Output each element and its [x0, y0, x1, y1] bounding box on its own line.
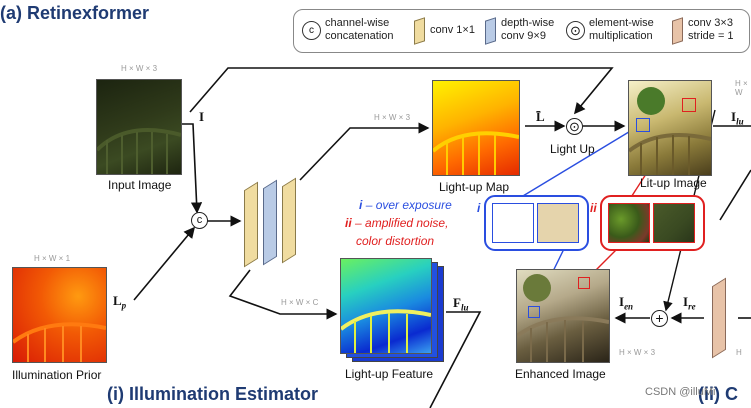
over-exposure-patch-beige — [537, 203, 579, 243]
light-up-op-label: Light Up — [550, 142, 595, 156]
watermark: CSDN @illuMi — [645, 386, 716, 398]
lightup-feature-dim: H × W × C — [281, 298, 319, 307]
illum-prior-scene — [13, 322, 106, 362]
conv3-dim-cut: H — [736, 348, 742, 357]
legend: c channel-wise concatenation conv 1×1 de… — [293, 9, 750, 53]
legend-conv1-label: conv 1×1 — [430, 24, 475, 36]
output-conv3x3-block — [712, 277, 726, 359]
lit-up-caption: Lit-up Image — [640, 176, 707, 190]
legend-concat-label: channel-wise concatenation — [325, 17, 394, 42]
estimator-conv1-a — [244, 181, 258, 268]
enhanced-image-dim: H × W × 3 — [619, 348, 656, 357]
lightup-feature-image — [340, 258, 432, 354]
legend-conv3-label: conv 3×3 stride = 1 — [688, 17, 734, 42]
lightup-map-image — [432, 80, 520, 176]
enhanced-noise-box — [578, 277, 590, 289]
lightup-feature-scene — [341, 309, 431, 353]
multiply-op: ⊙ — [566, 118, 583, 135]
lit-up-scene — [629, 87, 711, 175]
estimator-conv1-b — [282, 177, 296, 264]
over-exposure-bubble: i — [477, 195, 589, 251]
noise-annotation: ii – amplified noise, — [345, 216, 449, 230]
bubble-i-label: i — [477, 201, 481, 215]
bubble-ii-label: ii — [590, 201, 597, 215]
lit-up-noise-box — [682, 98, 696, 112]
lit-up-overexposure-box — [636, 118, 650, 132]
illumination-prior-image — [12, 267, 107, 363]
input-image — [96, 79, 182, 175]
element-wise-mul-icon: ⊙ — [566, 21, 585, 40]
input-image-dim: H × W × 3 — [121, 64, 158, 73]
lit-up-image — [628, 80, 712, 176]
corruption-restorer-title: (ii) C — [698, 384, 738, 404]
illumination-estimator-title: (i) Illumination Estimator — [107, 384, 319, 404]
over-exposure-patch-white — [492, 203, 534, 243]
legend-depthwise-label: depth-wise conv 9×9 — [501, 17, 555, 42]
illum-prior-caption: Illumination Prior — [12, 368, 102, 382]
enhanced-symbol: Ien — [619, 294, 634, 312]
legend-mul-label: element-wise multiplication — [589, 17, 654, 42]
noise-patch-clean — [653, 203, 695, 243]
lightup-feature-caption: Light-up Feature — [345, 367, 434, 381]
lightup-map-dim: H × W × 3 — [374, 113, 411, 122]
input-symbol: I — [199, 109, 205, 124]
input-image-scene — [97, 128, 181, 174]
enhanced-image — [516, 269, 610, 363]
input-image-caption: Input Image — [108, 178, 172, 192]
enhanced-image-caption: Enhanced Image — [515, 367, 606, 381]
add-op: + — [651, 310, 668, 327]
color-distortion-annotation: color distortion — [356, 234, 435, 248]
figure-title: (a) Retinexformer — [0, 3, 150, 23]
noise-patch-noisy — [608, 203, 650, 243]
lit-up-symbol: Ilu — [731, 109, 744, 127]
lightup-map-symbol: L̄ — [536, 109, 545, 124]
illum-prior-symbol: Lp — [113, 293, 127, 311]
illum-prior-dim: H × W × 1 — [34, 254, 71, 263]
concat-op: c — [191, 212, 208, 229]
lit-up-dim: H × W — [735, 79, 748, 97]
noise-bubble: ii — [590, 195, 705, 251]
enhanced-overexposure-box — [528, 306, 540, 318]
concat-icon: c — [302, 21, 321, 40]
estimator-depthwise-conv — [263, 179, 277, 266]
lightup-map-caption: Light-up Map — [439, 180, 510, 194]
over-exposure-annotation: i – over exposure — [359, 198, 452, 212]
lightup-map-scene — [433, 131, 519, 175]
residual-symbol: Ire — [683, 294, 696, 312]
enhanced-image-scene — [517, 274, 609, 362]
lightup-feature-symbol: Flu — [453, 295, 469, 313]
